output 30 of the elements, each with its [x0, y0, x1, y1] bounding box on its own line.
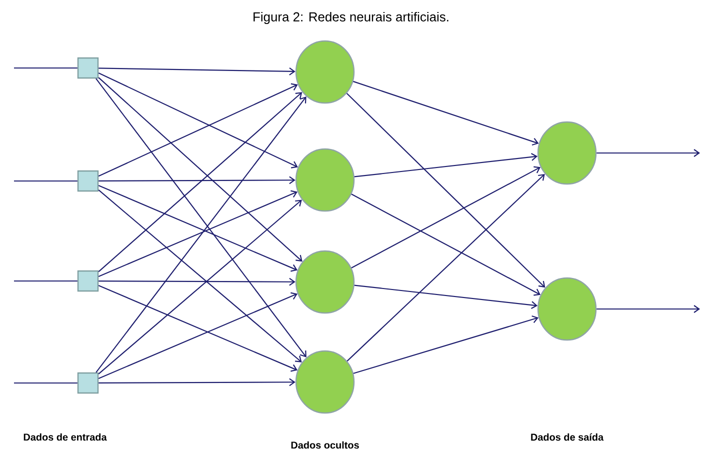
- arrow: [98, 67, 296, 76]
- arrow: [354, 152, 538, 178]
- neuron-circle: [295, 40, 355, 104]
- neuron-circle: [295, 148, 355, 212]
- arrow: [353, 315, 539, 374]
- neuron-circle: [537, 277, 597, 341]
- arrow: [346, 92, 546, 288]
- layer-label: Dados de saída: [531, 433, 604, 441]
- neuron-circle: [537, 121, 597, 185]
- arrow: [351, 166, 541, 268]
- arrow: [353, 80, 539, 146]
- arrow: [596, 305, 700, 313]
- arrow: [346, 174, 545, 362]
- arrow: [354, 284, 538, 310]
- arrow: [98, 278, 296, 286]
- input-square: [77, 170, 99, 192]
- arrow: [596, 149, 700, 157]
- arrow: [351, 194, 541, 296]
- arrow: [98, 72, 298, 168]
- layer-label: Dados de entrada: [24, 433, 107, 441]
- input-square: [77, 372, 99, 394]
- figure-title: Figura 2: Redes neurais artificiais.: [254, 12, 448, 24]
- input-square: [77, 270, 99, 292]
- neuron-circle: [295, 250, 355, 314]
- arrow: [98, 176, 296, 184]
- arrow: [98, 83, 298, 177]
- input-square: [77, 57, 99, 79]
- arrow: [98, 378, 296, 386]
- layer-label: Dados ocultos: [291, 441, 359, 449]
- neuron-circle: [295, 350, 355, 414]
